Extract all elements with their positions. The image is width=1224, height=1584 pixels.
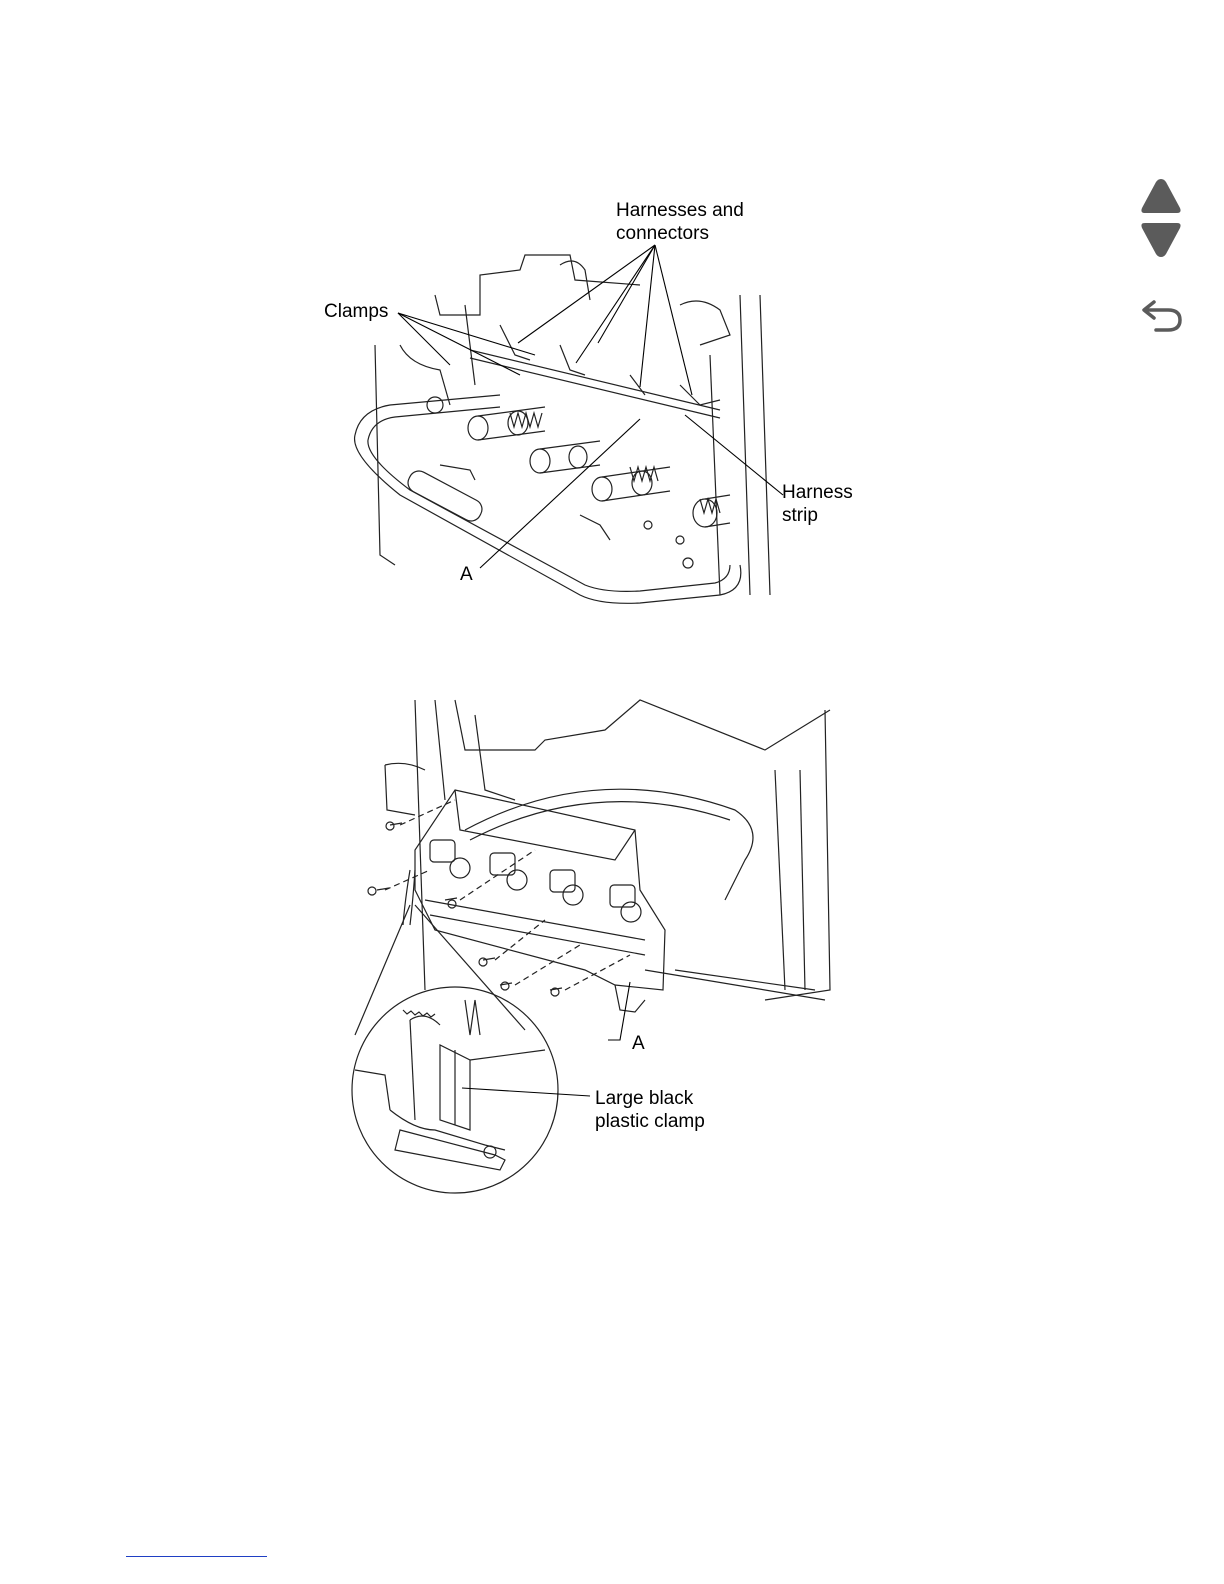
label-a: A bbox=[632, 1033, 645, 1054]
label-a: A bbox=[460, 564, 473, 585]
triangle-down-icon bbox=[1140, 222, 1182, 258]
printer-clamp-illustration: A Large black plastic clamp bbox=[345, 690, 835, 1200]
footer-link[interactable] bbox=[126, 1556, 267, 1557]
figure-clamp-detail: A Large black plastic clamp bbox=[345, 690, 835, 1200]
label-harnesses-and: Harnesses and bbox=[616, 200, 744, 221]
label-connectors: connectors bbox=[616, 223, 709, 244]
label-clamps: Clamps bbox=[324, 301, 388, 322]
label-plastic-clamp: plastic clamp bbox=[595, 1111, 705, 1132]
back-button[interactable] bbox=[1140, 298, 1184, 334]
printer-harness-illustration: Harnesses and connectors Clamps Harness … bbox=[300, 195, 870, 615]
previous-page-button[interactable] bbox=[1140, 178, 1182, 214]
return-arrow-icon bbox=[1140, 298, 1184, 334]
triangle-up-icon bbox=[1140, 178, 1182, 214]
label-harness: Harness bbox=[782, 482, 853, 503]
label-large-black: Large black bbox=[595, 1088, 694, 1109]
figure-harness-removal: Harnesses and connectors Clamps Harness … bbox=[300, 195, 870, 615]
next-page-button[interactable] bbox=[1140, 222, 1182, 258]
label-strip: strip bbox=[782, 505, 818, 526]
